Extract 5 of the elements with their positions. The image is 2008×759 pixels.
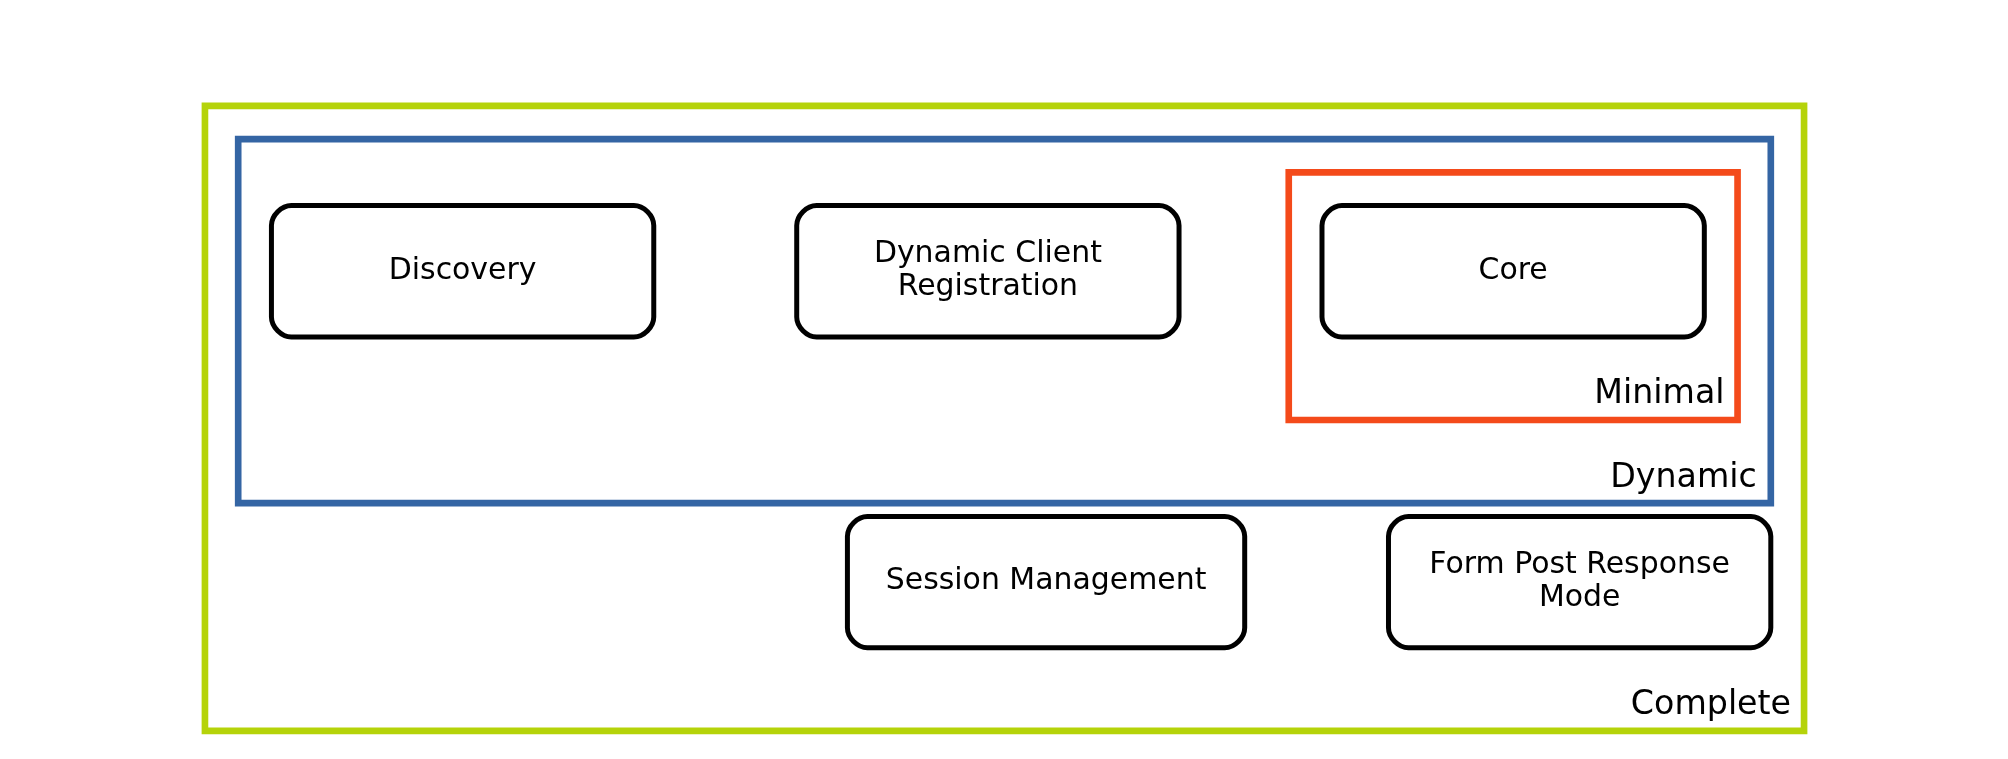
- node-box: Discovery: [268, 203, 656, 340]
- node-box: Session Management: [844, 513, 1247, 651]
- node-box: Dynamic Client Registration: [793, 203, 1182, 340]
- node-box: Form Post Response Mode: [1385, 513, 1773, 651]
- node-box: Core: [1319, 203, 1707, 340]
